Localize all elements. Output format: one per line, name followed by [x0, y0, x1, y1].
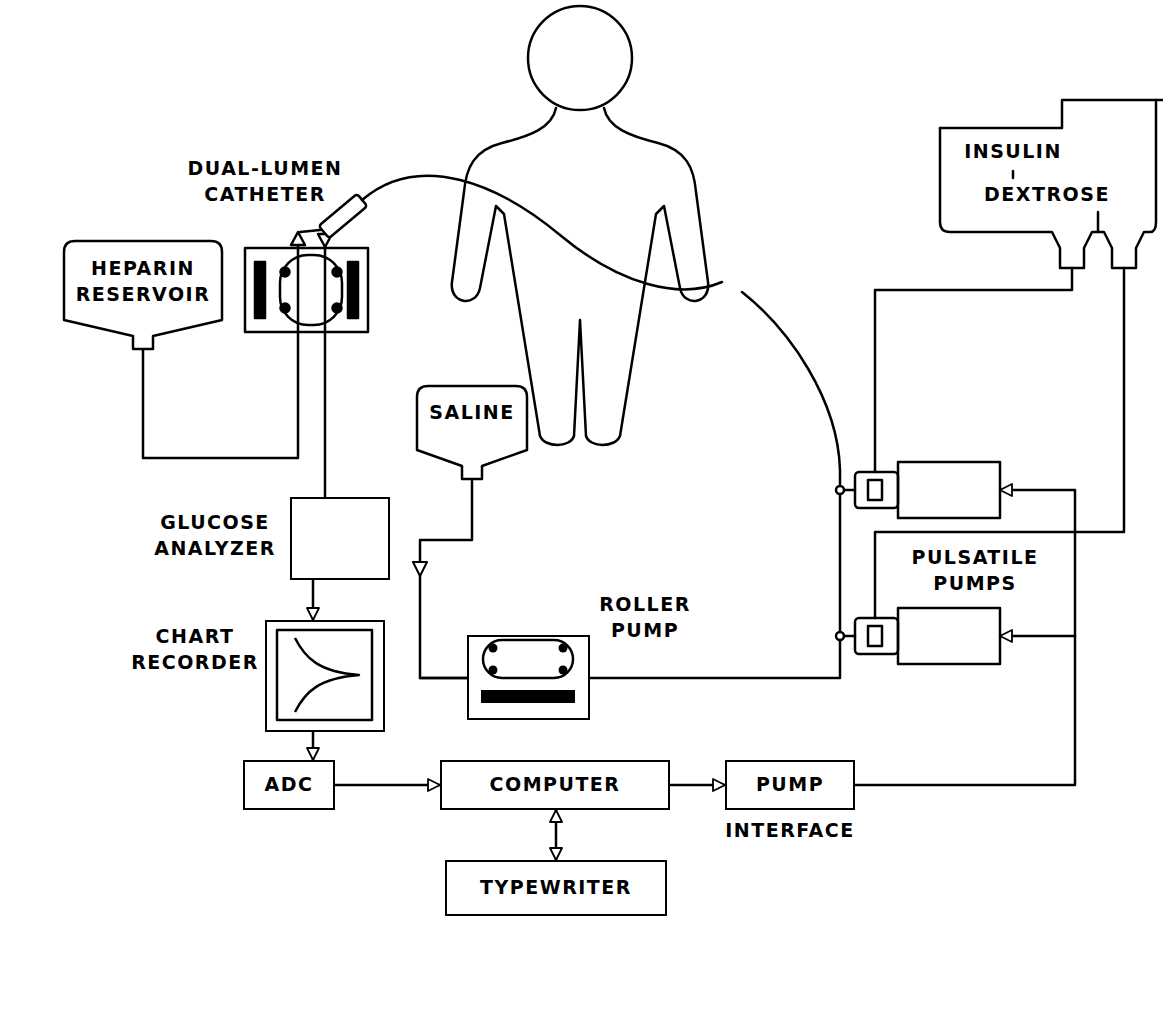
chart-screen [277, 630, 372, 720]
callout-label: DUAL-LUMEN CATHETER [155, 156, 375, 207]
roller-dot [333, 268, 342, 277]
connector [313, 580, 314, 620]
roller-dot [281, 304, 290, 313]
box-label: ADC [265, 772, 314, 798]
connector [670, 785, 725, 786]
node-label: CHART RECORDER [131, 624, 259, 675]
process-box: ADC [243, 760, 335, 810]
blood-tube [324, 246, 327, 497]
process-box: COMPUTER [440, 760, 670, 810]
node-label: ROLLER PUMP [599, 592, 691, 643]
bottle-outline [940, 100, 1156, 268]
insulin-bottle: INSULIN [958, 136, 1068, 168]
blood-pump-housing [245, 248, 368, 332]
box-label: COMPUTER [490, 772, 621, 798]
catheter-branch [300, 230, 320, 232]
roller-pump-drawing [469, 637, 587, 717]
arrowhead [413, 562, 427, 576]
connector-line [335, 784, 440, 787]
reservoir-bottle: HEPARIN RESERVOIR [63, 240, 223, 350]
pulsatile-pump [898, 462, 1000, 518]
bottle-shape [416, 385, 528, 480]
chart-drawing [267, 622, 382, 729]
connector-line [312, 732, 315, 760]
node-label: INTERFACE [725, 818, 854, 844]
pulsatile-pump [898, 608, 1000, 664]
bottle-tick [1012, 171, 1015, 178]
catheter-hub [319, 194, 368, 238]
bottle-divider [1097, 212, 1100, 232]
callout-label: PULSATILE PUMPS [912, 545, 1039, 596]
roller-pump: ROLLER PUMP [467, 635, 590, 720]
chart-recorder: CHART RECORDER [265, 620, 385, 732]
pump-valve [855, 618, 898, 654]
control-line [1000, 635, 1075, 638]
chart-trace [295, 638, 359, 712]
insulin-feed [875, 268, 1072, 472]
node-label: DEXTROSE [984, 182, 1110, 208]
analyzer-box: GLUCOSE ANALYZER [290, 497, 390, 580]
pump-bar [255, 262, 265, 318]
figure-head [528, 6, 632, 110]
roller-dot [559, 644, 568, 653]
pump-line [844, 489, 855, 492]
roller-dot [559, 666, 568, 675]
process-box: PUMPINTERFACE [725, 760, 855, 810]
connector-line [420, 480, 472, 678]
connector-line [670, 784, 725, 787]
connector [413, 480, 472, 678]
roller-dot [489, 666, 498, 675]
node-label: SALINE [429, 400, 514, 426]
connector-line [312, 580, 315, 620]
dextrose-feed [875, 268, 1124, 618]
roller-dot [333, 304, 342, 313]
connector [335, 785, 440, 786]
process-box: TYPEWRITER [445, 860, 667, 916]
bottle-outline [64, 241, 222, 349]
box-label: TYPEWRITER [480, 875, 632, 901]
roller-dot [489, 644, 498, 653]
catheter-tube [362, 176, 722, 290]
connector [556, 810, 557, 860]
infusion-line [590, 292, 840, 678]
roller-dot [281, 268, 290, 277]
bottle-top [940, 100, 1163, 128]
bottle-outline [417, 386, 527, 479]
dextrose-bottle: DEXTROSE [950, 180, 1145, 210]
pump-roller [280, 255, 342, 325]
pump-valve-core [868, 626, 882, 646]
node-label: HEPARIN RESERVOIR [76, 256, 211, 307]
flow-arrow [291, 232, 305, 245]
box-label: PUMP [756, 772, 824, 798]
connector [313, 732, 314, 760]
node-label: GLUCOSE ANALYZER [154, 510, 276, 561]
saline-bottle: SALINE [416, 385, 528, 480]
pump-roller [483, 640, 573, 678]
pump-bar [348, 262, 358, 318]
pump-bar [481, 690, 575, 703]
connector-line [555, 810, 558, 860]
pump-valve [855, 472, 898, 508]
control-line [855, 490, 1075, 785]
pump-line [844, 635, 855, 638]
pump-valve-core [868, 480, 882, 500]
node-label: INSULIN [964, 139, 1062, 165]
